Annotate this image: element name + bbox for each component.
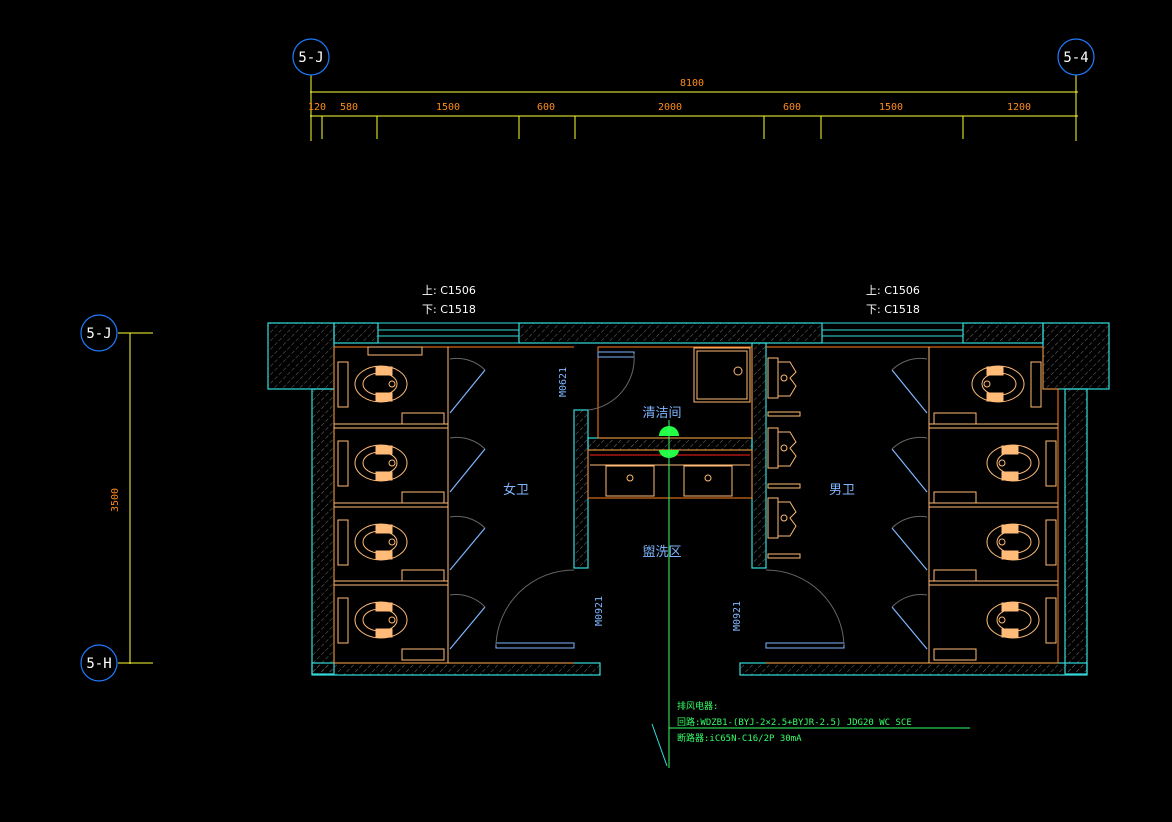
dim-segment-7: 1500 (879, 102, 903, 113)
overall-width-label: 8100 (680, 78, 704, 89)
urinal-icon (767, 427, 797, 469)
wiring-leader (668, 420, 970, 768)
wash-basins (587, 449, 753, 499)
wiring-note-circuit: 回路:WDZB1-(BYJ-2×2.5+BYJR-2.5) JDG20 WC S… (677, 716, 912, 728)
svg-text:5-H: 5-H (86, 656, 111, 672)
window-left (378, 322, 519, 344)
room-label-washroom: 盥洗区 (642, 545, 681, 560)
urinal-icon (767, 497, 797, 539)
svg-text:5-J: 5-J (86, 326, 111, 342)
top-dimension-group (310, 75, 1078, 141)
squat-toilet-icon (986, 440, 1057, 487)
mens-toilets (971, 361, 1057, 644)
axis-bubble-left-top: 5-J (80, 314, 118, 352)
urinal-icon (767, 357, 797, 399)
window-right-upper: 上: C1506 (866, 284, 920, 297)
mens-stall-door-swings (891, 357, 928, 608)
mens-main-door (765, 569, 845, 649)
dim-segment-5: 2000 (658, 102, 682, 113)
room-label-janitor: 清洁间 (642, 406, 681, 421)
window-left-lower: 下: C1518 (422, 303, 476, 316)
urinals (767, 357, 801, 559)
wiring-note-title: 排风电器: (677, 700, 718, 712)
dim-segment-3: 1500 (436, 102, 460, 113)
womens-stall-door-swings (449, 357, 486, 608)
left-dimension-group (118, 332, 153, 664)
squat-toilet-icon (986, 597, 1057, 644)
window-right (822, 322, 963, 344)
dim-segment-4: 600 (537, 102, 555, 113)
door-label-janitor: M0621 (558, 367, 569, 397)
mens-stall-doors (891, 369, 928, 650)
womens-main-door (495, 569, 575, 649)
door-label-mens: M0921 (732, 601, 743, 631)
squat-toilet-icon (337, 519, 408, 566)
axis-bubble-left-bottom: 5-H (80, 644, 118, 682)
axis-bubble-top-right: 5-4 (1057, 38, 1095, 76)
leader-slash (651, 723, 668, 767)
window-right-lower: 下: C1518 (866, 303, 920, 316)
squat-toilet-icon (986, 519, 1057, 566)
overall-height-label: 3500 (110, 488, 121, 512)
inner-outlines (333, 346, 1059, 664)
window-left-upper: 上: C1506 (422, 284, 476, 297)
janitor-room (597, 346, 753, 439)
axis-bubble-top-left: 5-J (292, 38, 330, 76)
wiring-note-breaker: 断路器:iC65N-C16/2P 30mA (677, 732, 802, 744)
room-label-mens: 男卫 (829, 483, 855, 498)
svg-text:5-J: 5-J (298, 50, 323, 66)
door-label-womens: M0921 (594, 596, 605, 626)
womens-stall-doors (449, 369, 486, 650)
squat-toilet-icon (337, 597, 408, 644)
womens-toilets (337, 361, 408, 644)
womens-stalls (334, 346, 449, 663)
dim-segment-8: 1200 (1007, 102, 1031, 113)
squat-toilet-icon (337, 440, 408, 487)
dim-segment-2: 580 (340, 102, 358, 113)
mens-stalls (928, 347, 1058, 663)
janitor-door (587, 351, 635, 411)
dim-segment-1: 120 (308, 102, 326, 113)
squat-toilet-icon (971, 361, 1042, 408)
svg-text:5-4: 5-4 (1063, 50, 1088, 66)
room-label-womens: 女卫 (503, 482, 529, 498)
dim-segment-6: 600 (783, 102, 801, 113)
squat-toilet-icon (337, 361, 408, 408)
